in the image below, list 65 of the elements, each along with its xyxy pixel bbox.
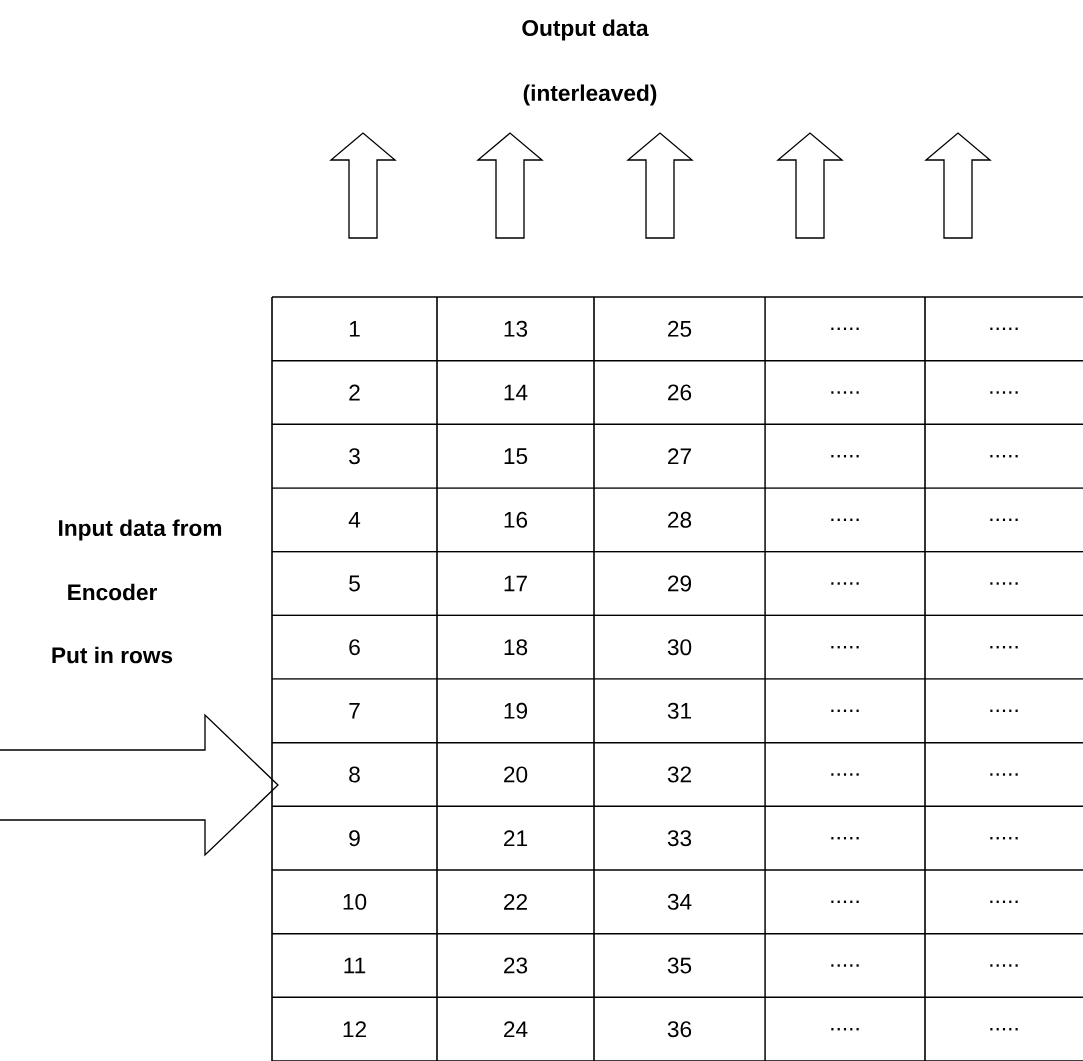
cell-value: .....	[990, 327, 1018, 330]
cell-value: 20	[504, 766, 528, 783]
cell-value: .....	[990, 1028, 1018, 1031]
cell-value: .....	[831, 837, 859, 840]
cell-value: .....	[990, 646, 1018, 649]
cell-value: 3	[349, 448, 360, 465]
cell-value: 34	[667, 893, 692, 910]
cell-value: .....	[990, 837, 1018, 840]
cell-value: 27	[668, 448, 691, 465]
cell-value: 5	[349, 575, 360, 592]
cell-value: .....	[831, 327, 859, 330]
cell-value: 33	[667, 830, 692, 847]
cell-value: 25	[668, 320, 692, 337]
cell-value: .....	[831, 709, 859, 712]
cell-value: 36	[667, 1021, 692, 1038]
cell-value: 29	[668, 575, 692, 592]
cell-value: 7	[349, 703, 360, 719]
cell-value: 15	[504, 448, 528, 465]
cell-value: .....	[990, 582, 1018, 585]
cell-value: .....	[831, 455, 859, 458]
label: Input data from	[59, 519, 222, 541]
cell-value: 16	[504, 511, 528, 528]
cell-value: 6	[349, 639, 360, 656]
cell-value: 35	[667, 957, 692, 974]
cell-value: .....	[990, 455, 1018, 458]
cell-value: 22	[504, 893, 527, 910]
cell-value: .....	[831, 391, 859, 394]
cell-value: 19	[504, 702, 528, 719]
cell-value: 13	[504, 320, 528, 337]
cell-value: .....	[990, 964, 1018, 967]
label: Encoder	[68, 583, 157, 601]
cell-value: 32	[667, 766, 691, 783]
cell-value: 26	[668, 384, 692, 401]
label: (interleaved)	[523, 84, 657, 106]
cell-value: .....	[831, 582, 859, 585]
cell-value: 17	[504, 575, 527, 592]
cell-value: 31	[667, 702, 691, 719]
cell-value: .....	[831, 773, 859, 776]
label: Output data	[522, 19, 649, 41]
cell-value: 2	[349, 384, 360, 401]
cell-value: .....	[990, 518, 1018, 521]
cell-value: 24	[504, 1021, 528, 1038]
cell-value: 10	[343, 893, 367, 910]
cell-value: 4	[348, 512, 361, 528]
cell-value: .....	[990, 773, 1018, 776]
cell-value: 23	[504, 957, 528, 974]
cell-value: 1	[349, 321, 360, 337]
cell-value: .....	[990, 391, 1018, 394]
cell-value: .....	[831, 900, 859, 903]
cell-value: 11	[344, 957, 366, 974]
cell-value: 18	[504, 639, 528, 656]
cell-value: 28	[668, 511, 692, 528]
cell-value: 12	[343, 1021, 366, 1038]
cell-value: 30	[667, 639, 692, 656]
cell-value: .....	[831, 518, 859, 521]
cell-value: .....	[831, 1028, 859, 1031]
cell-value: 21	[504, 830, 527, 847]
cell-value: 14	[504, 384, 528, 401]
cell-value: .....	[990, 900, 1018, 903]
cell-value: .....	[990, 709, 1018, 712]
label: Put in rows	[52, 646, 173, 664]
cell-value: 8	[349, 766, 360, 783]
cell-value: .....	[831, 964, 859, 967]
cell-value: 9	[349, 830, 360, 847]
cell-value: .....	[831, 646, 859, 649]
